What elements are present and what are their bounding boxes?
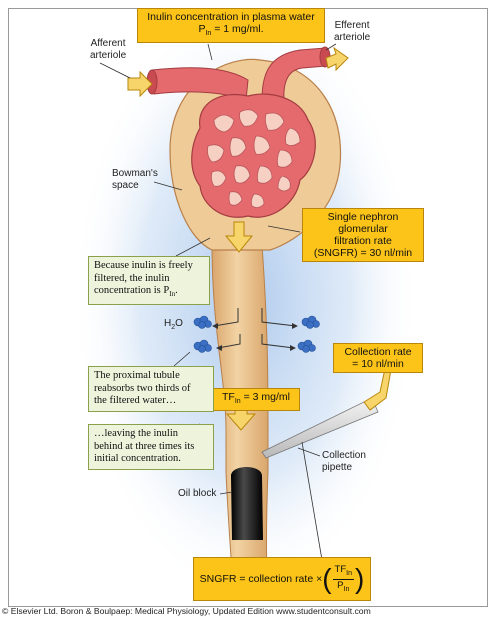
sngfr-formula-callout: SNGFR = collection rate × ( TFIn PIn ) (193, 557, 371, 601)
formula-paren-open: ( (322, 565, 331, 593)
collection-line1: Collection rate (338, 346, 418, 358)
afferent-arteriole-label: Afferent arteriole (90, 38, 126, 62)
plasma-concentration-callout: Inulin concentration in plasma water PIn… (137, 8, 325, 43)
freely-line3: concentration is PIn. (94, 285, 204, 301)
formula-paren-close: ) (355, 565, 364, 593)
afferent-line1: Afferent (90, 38, 126, 50)
freely-line1: Because inulin is freely (94, 260, 204, 273)
leaving-inulin-callout: …leaving the inulin behind at three time… (88, 424, 214, 470)
formula-left: SNGFR = collection rate × (200, 573, 323, 585)
water-label: H2O (164, 318, 183, 334)
plasma-line1: Inulin concentration in plasma water (142, 11, 320, 23)
water-o: O (175, 318, 183, 329)
leaving-line1: …leaving the inulin (94, 428, 208, 441)
oil-block (231, 467, 263, 540)
bowmans-space-label: Bowman's space (112, 168, 158, 192)
sngfr-line2: glomerular (307, 223, 419, 235)
proximal-line1: The proximal tubule (94, 370, 208, 383)
plasma-line2: PIn = 1 mg/ml. (142, 23, 320, 40)
copyright-credit: © Elsevier Ltd. Boron & Boulpaep: Medica… (2, 606, 494, 616)
formula-numerator: TFIn (333, 564, 354, 580)
sngfr-line3: filtration rate (307, 235, 419, 247)
tf-callout: TFIn = 3 mg/ml (212, 388, 300, 411)
freely-filtered-callout: Because inulin is freely filtered, the i… (88, 256, 210, 305)
pipette-line2: pipette (322, 462, 366, 474)
formula-num: TF (335, 564, 347, 575)
formula-fraction: TFIn PIn (333, 564, 354, 595)
formula-denominator: PIn (337, 580, 349, 595)
freely-line2: filtered, the inulin (94, 273, 204, 286)
efferent-arteriole-label: Efferent arteriole (334, 20, 370, 44)
collection-rate-callout: Collection rate = 10 nl/min (333, 343, 423, 373)
formula-den-sub: In (344, 585, 350, 592)
leaving-line3: initial concentration. (94, 453, 208, 466)
proximal-line3: the filtered water… (94, 395, 208, 408)
efferent-line2: arteriole (334, 32, 370, 44)
oil-block-label: Oil block (178, 488, 216, 500)
tf-t: TF (222, 391, 235, 403)
sngfr-callout: Single nephron glomerular filtration rat… (302, 208, 424, 262)
freely-line3-text: concentration is P (94, 285, 169, 296)
efferent-line1: Efferent (334, 20, 370, 32)
bowman-line2: space (112, 180, 158, 192)
sngfr-line4: (SNGFR) = 30 nl/min (307, 247, 419, 259)
collection-line2: = 10 nl/min (338, 358, 418, 370)
tf-rest: = 3 mg/ml (241, 391, 290, 403)
leaving-line2: behind at three times its (94, 441, 208, 454)
afferent-line2: arteriole (90, 50, 126, 62)
proximal-line2: reabsorbs two thirds of (94, 383, 208, 396)
bowman-line1: Bowman's (112, 168, 158, 180)
proximal-tubule-callout: The proximal tubule reabsorbs two thirds… (88, 366, 214, 412)
freely-end: . (175, 285, 178, 296)
sngfr-line1: Single nephron (307, 211, 419, 223)
pipette-line1: Collection (322, 450, 366, 462)
formula-num-sub: In (346, 570, 352, 577)
plasma-rest: = 1 mg/ml. (211, 23, 263, 35)
collection-pipette-label: Collection pipette (322, 450, 366, 474)
